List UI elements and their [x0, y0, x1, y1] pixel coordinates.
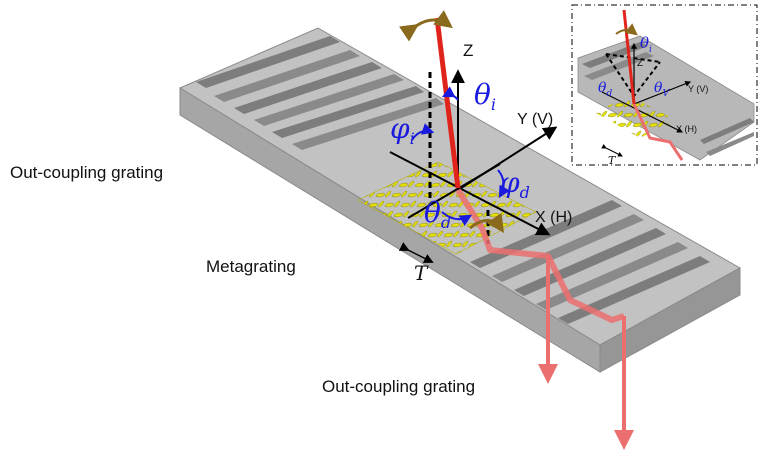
theta-d-label: θd [424, 196, 451, 232]
z-axis-label: Z [463, 41, 473, 60]
period-label: T [414, 261, 429, 285]
rotation-arrow-top [399, 10, 453, 42]
inset-y-label: Y (V) [688, 84, 708, 94]
x-axis-label: X (H) [535, 209, 572, 226]
out-coupling-bottom-label: Out-coupling grating [322, 377, 475, 396]
inset-z-label: Z [637, 58, 643, 69]
angle-arcs [411, 86, 510, 226]
inset-panel [571, 4, 758, 166]
inset-theta-i-label: θi [640, 34, 652, 55]
y-axis-label: Y (V) [517, 111, 553, 128]
rotation-arrow-bottom [469, 213, 504, 233]
incident-beam [434, 17, 461, 189]
phi-d-label: φd [500, 166, 530, 202]
inset-period-label: T [608, 154, 617, 167]
inset-theta-v-label: θV [654, 80, 670, 99]
inset-x-label: X (H) [676, 124, 697, 134]
out-coupling-grating-left [196, 36, 444, 150]
inset-theta-d-label: θd [598, 80, 612, 99]
guided-beam [455, 188, 634, 450]
theta-i-label: θi [474, 78, 496, 114]
metagrating-label: Metagrating [206, 257, 296, 276]
out-coupling-left-label: Out-coupling grating [10, 163, 163, 182]
period-arrow [398, 242, 434, 263]
phi-i-label: φi [390, 112, 415, 148]
